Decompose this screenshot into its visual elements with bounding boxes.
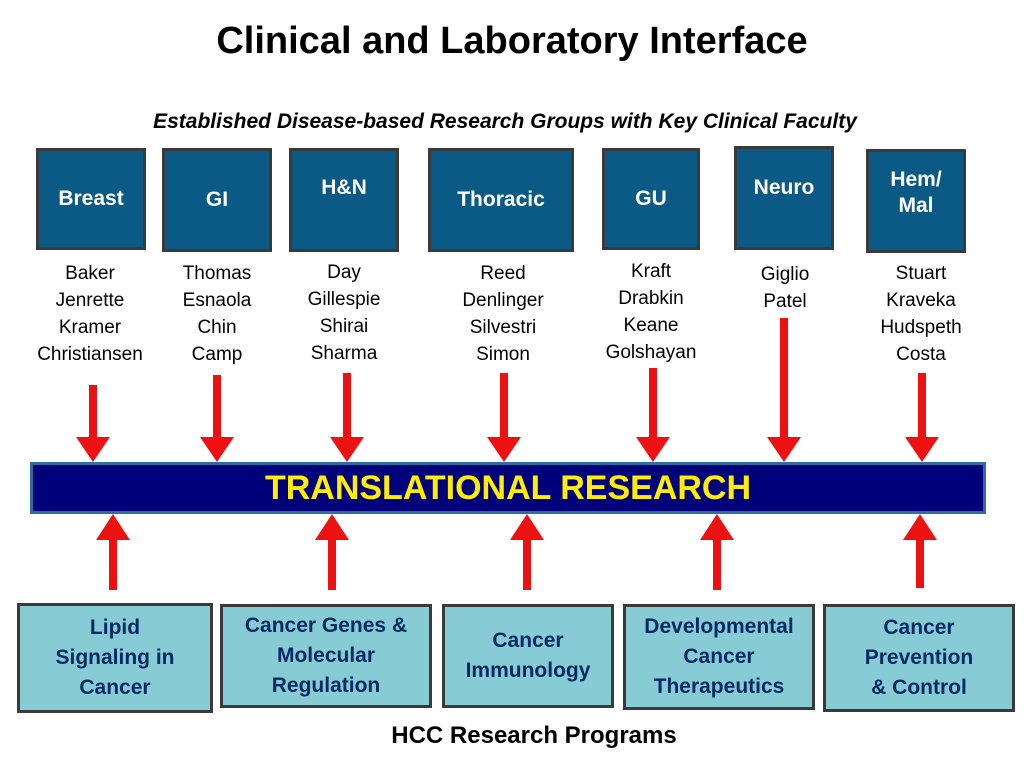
program-label: Developmental Cancer Therapeutics [644, 615, 794, 698]
faculty-name: Kraft [630, 261, 672, 282]
faculty-name: Sharma [310, 343, 378, 364]
faculty-list-thoracic: Reed Denlinger Silvestri Simon [440, 260, 566, 368]
faculty-name: Simon [476, 344, 530, 365]
program-box-developmental-therapeutics: Developmental Cancer Therapeutics [623, 604, 815, 710]
faculty-name: Kramer [58, 317, 122, 338]
faculty-name: Thomas [182, 263, 252, 284]
faculty-name: Hudspeth [880, 317, 962, 338]
group-label: H&N [321, 175, 367, 199]
faculty-name: Gillespie [307, 289, 381, 310]
faculty-name: Christiansen [37, 344, 143, 365]
arrow-up-prevention [903, 514, 937, 588]
program-box-cancer-genes: Cancer Genes & Molecular Regulation [220, 604, 432, 708]
faculty-name: Shirai [319, 316, 369, 337]
faculty-name: Keane [623, 315, 679, 336]
faculty-name: Patel [763, 291, 807, 312]
program-label: Cancer Genes & Molecular Regulation [244, 614, 408, 697]
faculty-name: Jenrette [55, 290, 125, 311]
translational-research-band: TRANSLATIONAL RESEARCH [30, 462, 986, 514]
arrow-down-hem-mal [905, 373, 939, 462]
group-box-thoracic: Thoracic [428, 148, 574, 252]
program-label: Cancer Prevention & Control [864, 616, 974, 699]
group-label: Neuro [753, 175, 815, 199]
faculty-list-hn: Day Gillespie Shirai Sharma [284, 259, 404, 367]
arrow-down-gu [636, 368, 670, 462]
program-box-prevention-control: Cancer Prevention & Control [823, 604, 1015, 712]
group-box-gu: GU [602, 148, 700, 250]
arrow-up-cancer-genes [315, 514, 349, 590]
arrow-up-immunology [510, 514, 544, 590]
arrow-down-thoracic [487, 373, 521, 462]
faculty-list-hem-mal: Stuart Kraveka Hudspeth Costa [860, 260, 982, 368]
arrow-up-lipid [96, 514, 130, 590]
faculty-name: Silvestri [469, 317, 537, 338]
group-box-neuro: Neuro [734, 146, 834, 250]
page-subtitle: Established Disease-based Research Group… [153, 110, 857, 133]
faculty-name: Costa [896, 344, 946, 365]
faculty-name: Camp [191, 344, 243, 365]
group-box-breast: Breast [36, 148, 146, 250]
group-label: Breast [58, 186, 124, 210]
faculty-name: Reed [480, 263, 526, 284]
group-box-hem-mal: Hem/ Mal [866, 149, 966, 253]
faculty-name: Day [327, 262, 361, 283]
arrow-down-hn [330, 373, 364, 462]
program-box-cancer-immunology: Cancer Immunology [442, 604, 614, 708]
faculty-name: Golshayan [605, 342, 697, 363]
faculty-name: Baker [65, 263, 115, 284]
program-label: Lipid Signaling in Cancer [55, 616, 175, 699]
group-label: Hem/ Mal [890, 167, 942, 217]
arrow-down-breast [76, 385, 110, 462]
faculty-name: Chin [197, 317, 237, 338]
faculty-name: Drabkin [618, 288, 684, 309]
arrow-down-neuro [767, 318, 801, 462]
arrow-down-gi [200, 375, 234, 462]
faculty-name: Stuart [895, 263, 947, 284]
group-box-gi: GI [162, 148, 272, 252]
arrow-up-developmental [700, 514, 734, 590]
faculty-list-gu: Kraft Drabkin Keane Golshayan [590, 258, 712, 366]
faculty-list-gi: Thomas Esnaola Chin Camp [156, 260, 278, 368]
group-box-hn: H&N [289, 148, 399, 252]
group-label: Thoracic [457, 187, 545, 211]
program-label: Cancer Immunology [465, 629, 591, 682]
programs-caption: HCC Research Programs [391, 722, 677, 749]
faculty-name: Giglio [760, 264, 810, 285]
faculty-name: Esnaola [182, 290, 252, 311]
translational-research-label: TRANSLATIONAL RESEARCH [264, 468, 752, 507]
faculty-list-breast: Baker Jenrette Kramer Christiansen [20, 260, 160, 368]
faculty-list-neuro: Giglio Patel [735, 261, 835, 315]
page-title: Clinical and Laboratory Interface [216, 20, 808, 62]
group-label: GI [205, 187, 229, 211]
faculty-name: Kraveka [886, 290, 956, 311]
faculty-name: Denlinger [462, 290, 544, 311]
group-label: GU [635, 186, 667, 210]
program-box-lipid-signaling: Lipid Signaling in Cancer [17, 603, 213, 713]
